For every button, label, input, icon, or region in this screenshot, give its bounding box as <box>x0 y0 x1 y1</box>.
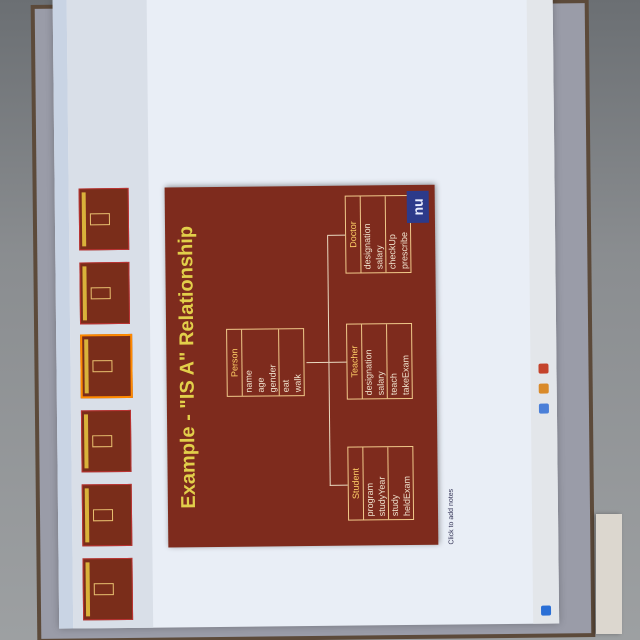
slide-thumbnail-selected[interactable] <box>80 333 133 399</box>
attribute: salary <box>374 245 385 270</box>
method: walk <box>292 374 303 393</box>
class-teacher: Teacher designation salary teach takeExa… <box>346 322 413 400</box>
slide-thumbnails-pane[interactable] <box>66 0 154 629</box>
class-doctor: Doctor designation salary checkUp prescr… <box>344 194 412 274</box>
inheritance-line <box>328 361 347 363</box>
class-person: Person name age gender eat walk <box>226 328 305 397</box>
windows-start-icon[interactable] <box>540 605 552 616</box>
app-icon[interactable] <box>538 403 549 414</box>
attribute: salary <box>375 371 386 396</box>
inheritance-line <box>329 484 348 486</box>
class-name: Student <box>348 447 365 520</box>
powerpoint-icon[interactable] <box>538 363 549 374</box>
slide-title: Example - "IS A" Relationship <box>174 225 200 509</box>
projector-stand <box>596 514 622 634</box>
attribute: age <box>255 377 266 393</box>
attribute: gender <box>267 364 278 393</box>
inheritance-line <box>327 234 346 236</box>
class-name: Doctor <box>345 196 362 273</box>
current-slide[interactable]: Example - "IS A" Relationship Person nam… <box>164 184 439 548</box>
app-icon[interactable] <box>538 383 549 394</box>
slide-thumbnail[interactable] <box>82 557 134 621</box>
slide-thumbnail[interactable] <box>80 409 132 473</box>
class-name: Teacher <box>347 324 363 399</box>
attribute: name <box>243 370 254 393</box>
taskbar <box>526 0 560 624</box>
attribute: designation <box>363 349 374 396</box>
method: takeExam <box>400 354 411 396</box>
slide-thumbnail[interactable] <box>78 187 130 251</box>
notes-input[interactable]: Click to add notes <box>447 488 456 545</box>
whiteboard: Example - "IS A" Relationship Person nam… <box>34 0 592 639</box>
slide-thumbnail[interactable] <box>81 483 133 547</box>
method: teach <box>386 324 400 399</box>
projected-screen: Example - "IS A" Relationship Person nam… <box>52 0 560 629</box>
class-name: Person <box>227 329 243 396</box>
inheritance-line <box>306 361 329 364</box>
class-student: Student program studyYear study heldExam <box>347 445 415 521</box>
method: checkUp <box>384 196 399 273</box>
attribute: program <box>364 482 376 517</box>
attribute: designation <box>361 223 373 270</box>
method: heldExam <box>401 475 413 517</box>
attribute: studyYear <box>376 476 388 517</box>
method: eat <box>278 329 292 396</box>
method: study <box>387 447 402 520</box>
slide-thumbnail[interactable] <box>79 261 131 325</box>
university-logo: nu <box>406 190 429 224</box>
